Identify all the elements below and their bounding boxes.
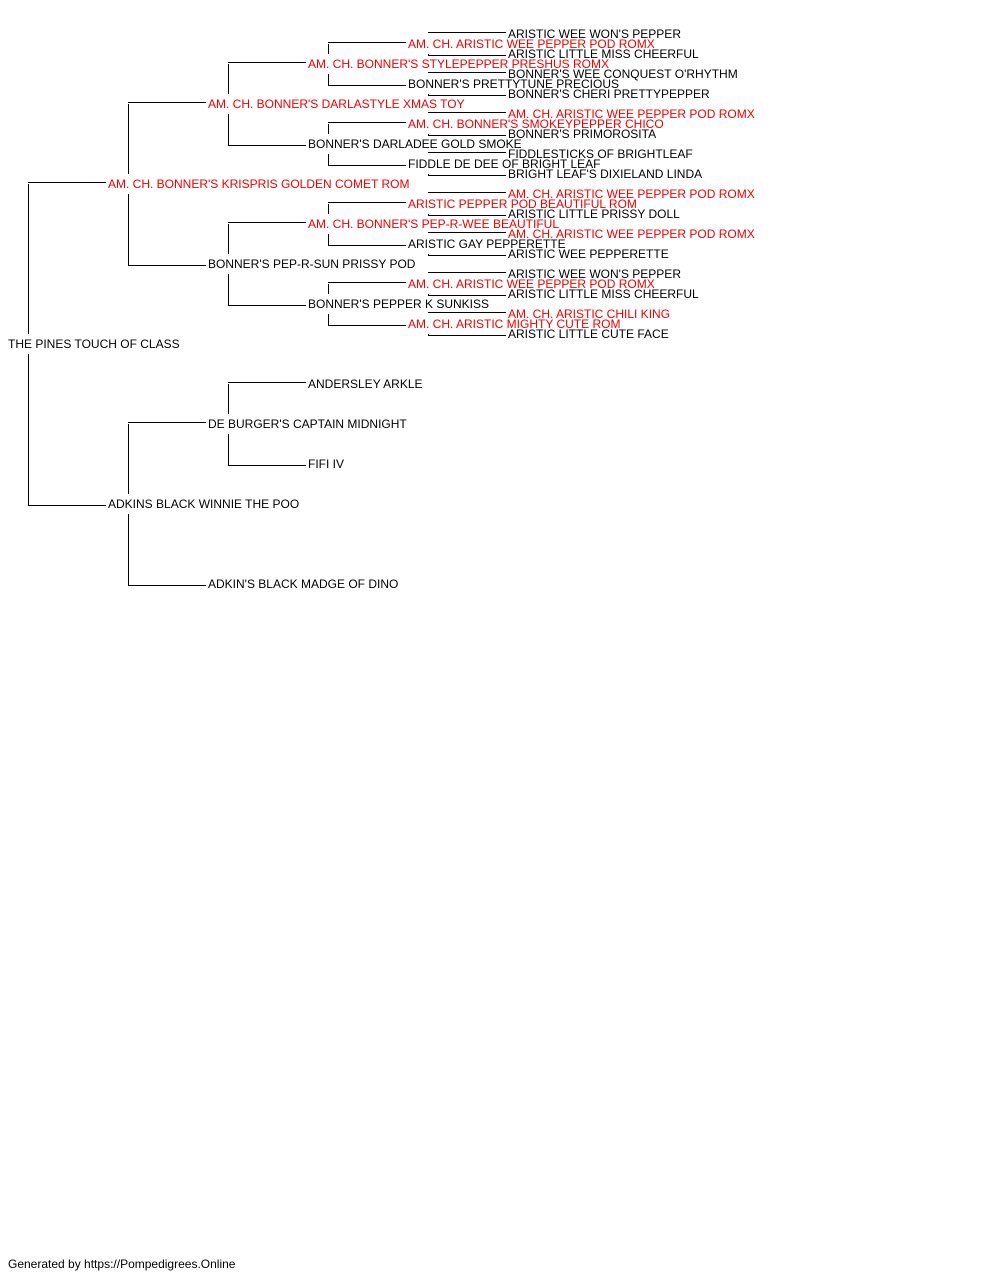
dog-name-aristic-little-miss-cheerful: ARISTIC LITTLE MISS CHEERFUL [508, 287, 699, 301]
dog-name-the-pines-touch-of-class: THE PINES TOUCH OF CLASS [8, 337, 180, 351]
dog-name-andersley-arkle: ANDERSLEY ARKLE [308, 377, 423, 391]
dog-name-adkin-s-black-madge-of-dino: ADKIN'S BLACK MADGE OF DINO [208, 577, 398, 591]
dog-name-aristic-wee-won-s-pepper: ARISTIC WEE WON'S PEPPER [508, 27, 681, 41]
dog-name-aristic-little-cute-face: ARISTIC LITTLE CUTE FACE [508, 327, 669, 341]
pedigree-tree: THE PINES TOUCH OF CLASS AM. CH. BONNER'S… [8, 27, 755, 591]
dog-name-aristic-wee-pepperette: ARISTIC WEE PEPPERETTE [508, 247, 669, 261]
dog-name-bonner-s-prettytune-precious: BONNER'S PRETTYTUNE PRECIOUS [408, 77, 619, 91]
dog-name-am-ch-aristic-mighty-cute-rom: AM. CH. ARISTIC MIGHTY CUTE ROM [408, 317, 620, 331]
dog-name-bonner-s-wee-conquest-o-rhythm: BONNER'S WEE CONQUEST O'RHYTHM [508, 67, 738, 81]
generated-by-footer: Generated by https://Pompedigrees.Online [8, 1257, 236, 1271]
dog-name-bonner-s-primorosita: BONNER'S PRIMOROSITA [508, 127, 656, 141]
dog-name-am-ch-aristic-wee-pepper-pod-romx: AM. CH. ARISTIC WEE PEPPER POD ROMX [408, 277, 655, 291]
dog-name-fiddlesticks-of-brightleaf: FIDDLESTICKS OF BRIGHTLEAF [508, 147, 693, 161]
dog-name-bright-leaf-s-dixieland-linda: BRIGHT LEAF'S DIXIELAND LINDA [508, 167, 702, 181]
dog-name-aristic-little-miss-cheerful: ARISTIC LITTLE MISS CHEERFUL [508, 47, 699, 61]
dog-name-am-ch-bonner-s-pep-r-wee-beautiful: AM. CH. BONNER'S PEP-R-WEE BEAUTIFUL [308, 217, 559, 231]
dog-name-bonner-s-pepper-k-sunkiss: BONNER'S PEPPER K SUNKISS [308, 297, 489, 311]
dog-name-am-ch-aristic-wee-pepper-pod-romx: AM. CH. ARISTIC WEE PEPPER POD ROMX [508, 107, 755, 121]
dog-name-de-burger-s-captain-midnight: DE BURGER'S CAPTAIN MIDNIGHT [208, 417, 407, 431]
dog-name-bonner-s-cheri-prettypepper: BONNER'S CHERI PRETTYPEPPER [508, 87, 710, 101]
dog-name-aristic-wee-won-s-pepper: ARISTIC WEE WON'S PEPPER [508, 267, 681, 281]
dog-name-aristic-pepper-pod-beautiful-rom: ARISTIC PEPPER POD BEAUTIFUL ROM [408, 197, 637, 211]
dog-name-bonner-s-darladee-gold-smoke: BONNER'S DARLADEE GOLD SMOKE [308, 137, 522, 151]
dog-name-aristic-gay-pepperette: ARISTIC GAY PEPPERETTE [408, 237, 566, 251]
dog-name-bonner-s-pep-r-sun-prissy-pod: BONNER'S PEP-R-SUN PRISSY POD [208, 257, 416, 271]
dog-name-am-ch-aristic-wee-pepper-pod-romx: AM. CH. ARISTIC WEE PEPPER POD ROMX [408, 37, 655, 51]
dog-name-adkins-black-winnie-the-poo: ADKINS BLACK WINNIE THE POO [108, 497, 299, 511]
dog-name-am-ch-bonner-s-stylepepper-preshus-romx: AM. CH. BONNER'S STYLEPEPPER PRESHUS ROM… [308, 57, 609, 71]
dog-name-am-ch-aristic-chili-king: AM. CH. ARISTIC CHILI KING [508, 307, 670, 321]
dog-name-am-ch-bonner-s-smokeypepper-chico: AM. CH. BONNER'S SMOKEYPEPPER CHICO [408, 117, 664, 131]
dog-name-fiddle-de-dee-of-bright-leaf: FIDDLE DE DEE OF BRIGHT LEAF [408, 157, 600, 171]
dog-name-am-ch-aristic-wee-pepper-pod-romx: AM. CH. ARISTIC WEE PEPPER POD ROMX [508, 187, 755, 201]
dog-name-fifi-iv: FIFI IV [308, 457, 344, 471]
dog-name-am-ch-aristic-wee-pepper-pod-romx: AM. CH. ARISTIC WEE PEPPER POD ROMX [508, 227, 755, 241]
dog-name-am-ch-bonner-s-krispris-golden-comet-rom: AM. CH. BONNER'S KRISPRIS GOLDEN COMET R… [108, 177, 409, 191]
dog-name-am-ch-bonner-s-darlastyle-xmas-toy: AM. CH. BONNER'S DARLASTYLE XMAS TOY [208, 97, 465, 111]
dog-name-aristic-little-prissy-doll: ARISTIC LITTLE PRISSY DOLL [508, 207, 680, 221]
